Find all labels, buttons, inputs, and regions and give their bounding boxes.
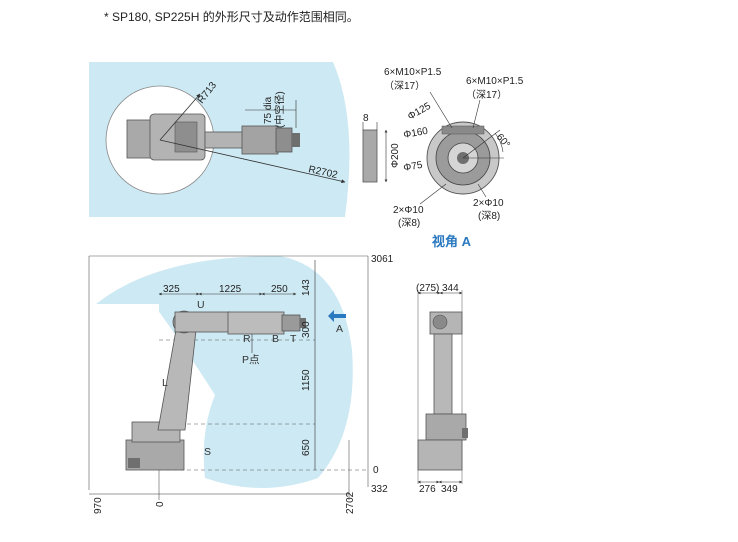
side-view: 3061 325 1225 250 143 300 1150 650 0 332… [88, 254, 394, 514]
pin-a-depth: (深8) [398, 217, 420, 229]
thread-b-depth: （深17） [466, 89, 507, 101]
thread-a-label: 6×M10×P1.5 [384, 67, 442, 78]
side-x970: 970 [93, 497, 104, 514]
flange-side-profile [362, 129, 378, 183]
pin-b-depth: (深8) [478, 210, 500, 222]
top-hollow-dia-label: 75 dia [263, 96, 274, 124]
thread-b-label: 6×M10×P1.5 [466, 76, 524, 87]
side-x0: 0 [155, 501, 166, 507]
top-hollow-cn-label: (中空径) [273, 91, 286, 128]
side-work-envelope [89, 255, 353, 488]
side-d1225: 1225 [219, 284, 242, 295]
side-h3061: 3061 [371, 254, 394, 265]
arrow-a-label: A [336, 323, 343, 335]
axis-s-label: S [204, 446, 211, 458]
point-p-label: P点 [242, 354, 260, 366]
side-zero-right: 0 [373, 465, 379, 476]
pin-b-label: 2×Φ10 [473, 198, 504, 209]
side-d325: 325 [163, 284, 180, 295]
axis-u-label: U [197, 299, 205, 311]
side-robot [125, 310, 306, 471]
model-note: * SP180, SP225H 的外形尺寸及动作范围相同。 [104, 10, 359, 24]
side-d300: 300 [301, 321, 312, 338]
flange-d200: Φ200 [390, 143, 401, 168]
flange-d125: Φ125 [406, 101, 433, 123]
side-x2702: 2702 [345, 491, 356, 514]
front-robot [417, 311, 468, 471]
flange-d160: Φ160 [403, 126, 430, 141]
top-view: R713 R2702 75 dia (中空径) [89, 62, 350, 217]
flange-d75: Φ75 [403, 160, 424, 174]
top-robot [126, 113, 300, 161]
front-d349: 349 [441, 484, 458, 495]
side-d143: 143 [301, 279, 312, 296]
front-d276: 276 [419, 484, 436, 495]
flange-width-8: 8 [363, 113, 369, 124]
side-d1150: 1150 [301, 369, 312, 391]
view-a: 8 Φ200 6×M10×P1.5 （深17） 6×M10×P1.5 （深17）… [362, 67, 524, 249]
front-view: (275) 344 276 349 [416, 283, 468, 495]
view-a-arrow-icon [328, 310, 346, 322]
axis-b-label: B [272, 333, 279, 345]
side-d332: 332 [371, 484, 388, 495]
axis-l-label: L [162, 377, 168, 389]
front-d275: (275) [416, 283, 439, 294]
axis-r-label: R [243, 333, 251, 345]
thread-a-depth: （深17） [384, 80, 425, 92]
side-d250: 250 [271, 284, 288, 295]
view-a-title: 视角 A [432, 234, 472, 249]
pin-a-label: 2×Φ10 [393, 205, 424, 216]
front-d344: 344 [442, 283, 459, 294]
side-d650: 650 [301, 439, 312, 456]
axis-t-label: T [290, 333, 297, 345]
